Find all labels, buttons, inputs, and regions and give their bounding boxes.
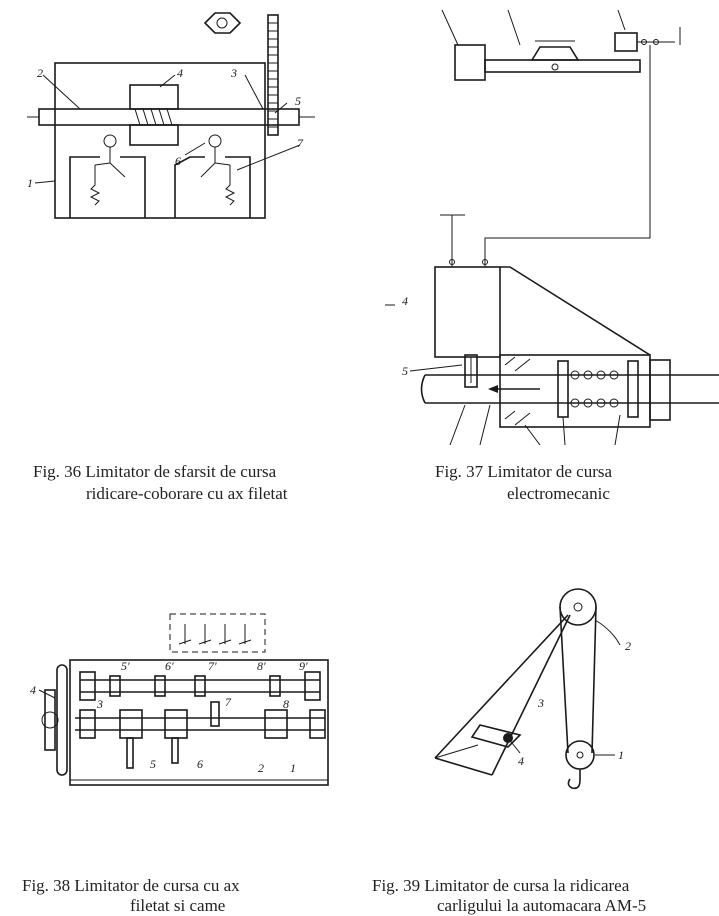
fig38-label-5: 5 bbox=[150, 757, 156, 771]
switch-symbols-box bbox=[169, 613, 266, 653]
fig37-label-5: 5 bbox=[402, 364, 408, 378]
lever-arm bbox=[484, 59, 641, 73]
fig39-label-2: 2 bbox=[625, 639, 631, 653]
fig37-caption-line1: Fig. 37 Limitator de cursa bbox=[435, 462, 613, 481]
limit-switch-box bbox=[614, 32, 638, 52]
fig38-label-5p: 5' bbox=[121, 659, 130, 673]
fig36-label-3: 3 bbox=[230, 66, 237, 80]
hex-nut-shape bbox=[203, 12, 242, 34]
fig36-label-5: 5 bbox=[295, 94, 301, 108]
fig36-caption-line2: ridicare-coborare cu ax filetat bbox=[86, 484, 288, 503]
nut-hole-shape bbox=[216, 17, 228, 29]
limiter-frame bbox=[69, 659, 329, 786]
fig36-caption-line1: Fig. 36 Limitator de sfarsit de cursa bbox=[33, 462, 277, 481]
fig38-label-6p: 6' bbox=[165, 659, 174, 673]
fig39-caption-line2: carligului la automacara AM-5 bbox=[437, 896, 647, 915]
fig38-label-7: 7 bbox=[225, 695, 232, 709]
fig38-caption-line2: filetat si came bbox=[130, 896, 226, 915]
figure-39-drawing: 2 3 4 1 bbox=[420, 575, 680, 805]
housing-outline bbox=[54, 62, 266, 219]
fig38-caption-line1: Fig. 38 Limitator de cursa cu ax bbox=[22, 876, 240, 895]
fig38-label-9p: 9' bbox=[299, 659, 308, 673]
fig36-label-2: 2 bbox=[37, 66, 43, 80]
fig38-label-8: 8 bbox=[283, 697, 289, 711]
fig38-label-3: 3 bbox=[96, 697, 103, 711]
fig39-caption-line1: Fig. 39 Limitator de cursa la ridicarea bbox=[372, 876, 630, 895]
fig38-label-7p: 7' bbox=[208, 659, 217, 673]
fig38-label-1: 1 bbox=[290, 761, 296, 775]
top-pulley bbox=[559, 588, 597, 626]
fig37-caption-line2: electromecanic bbox=[507, 484, 610, 503]
fig39-label-4: 4 bbox=[518, 754, 524, 768]
fig37-label-4: 4 bbox=[402, 294, 408, 308]
drive-gear bbox=[56, 664, 68, 776]
fig36-label-4: 4 bbox=[177, 66, 183, 80]
fig36-label-1: 1 bbox=[27, 176, 33, 190]
figure-37-drawing: 4 5 bbox=[370, 5, 719, 445]
limit-device bbox=[470, 724, 522, 748]
figure-38-drawing: 5' 6' 7' 8' 9' 3 7 8 5 6 2 1 4 bbox=[25, 610, 345, 800]
fig36-label-6: 6 bbox=[175, 154, 181, 168]
fig38-label-8p: 8' bbox=[257, 659, 266, 673]
fig36-label-7: 7 bbox=[297, 136, 304, 150]
fig38-label-2: 2 bbox=[258, 761, 264, 775]
counterweight-block bbox=[454, 44, 486, 81]
electrical-box bbox=[434, 266, 501, 358]
fig39-label-3: 3 bbox=[537, 696, 544, 710]
fig38-label-4: 4 bbox=[30, 683, 36, 697]
gear-rack-shape bbox=[267, 14, 279, 136]
figure-36-drawing: 2 4 3 5 6 7 1 bbox=[25, 5, 325, 225]
fig39-label-1: 1 bbox=[618, 748, 624, 762]
fig38-label-6: 6 bbox=[197, 757, 203, 771]
hook-pulley bbox=[565, 740, 595, 770]
